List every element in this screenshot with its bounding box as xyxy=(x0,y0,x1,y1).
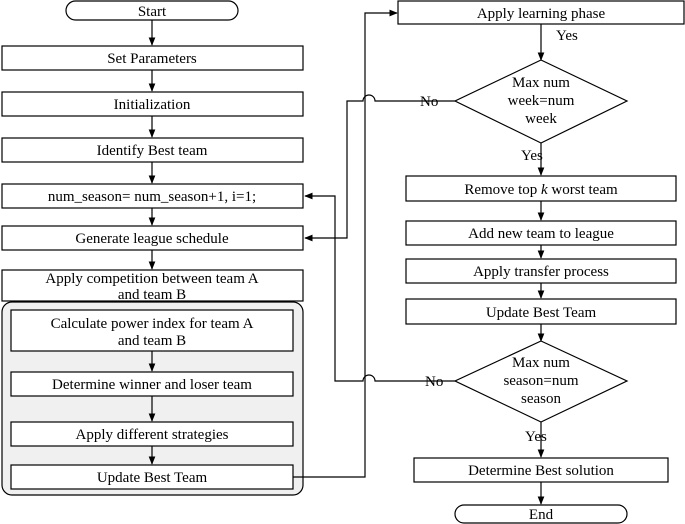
no-label-week: No xyxy=(420,94,438,110)
competition-label-line1: Apply competition between team A xyxy=(45,271,258,287)
winner-loser-label: Determine winner and loser team xyxy=(52,377,252,393)
yes-label-season: Yes xyxy=(525,429,547,445)
remove-worst-label: Remove top k worst team xyxy=(464,182,618,198)
power-index-box xyxy=(10,309,294,352)
end-terminal xyxy=(454,504,628,524)
power-index-label-line1: Calculate power index for team A xyxy=(51,316,254,332)
strategies-label: Apply different strategies xyxy=(75,427,228,443)
generate-schedule-label: Generate league schedule xyxy=(75,231,229,247)
week-decision-line2: week=num xyxy=(508,93,575,109)
generate-schedule-box xyxy=(1,225,304,251)
set-parameters-label: Set Parameters xyxy=(107,51,197,67)
add-team-label: Add new team to league xyxy=(468,226,614,242)
update-best-right-label: Update Best Team xyxy=(486,305,597,321)
connector-week-no-to-schedule xyxy=(304,94,455,242)
connector-update-to-learning xyxy=(293,9,398,478)
power-index-label-line2: and team B xyxy=(118,333,186,349)
end-label: End xyxy=(529,507,554,523)
start-label: Start xyxy=(138,4,167,20)
connector-season-no-to-update xyxy=(304,192,455,382)
remove-worst-box xyxy=(405,175,677,202)
competition-box xyxy=(1,269,304,302)
identify-best-label: Identify Best team xyxy=(97,143,208,159)
season-decision-line1: Max num xyxy=(512,355,570,371)
set-parameters-box xyxy=(1,45,304,71)
yes-label-learning: Yes xyxy=(556,28,578,44)
transfer-label: Apply transfer process xyxy=(473,264,609,280)
initialization-label: Initialization xyxy=(114,97,191,113)
week-decision-line3: week xyxy=(525,111,557,127)
season-decision-line3: season xyxy=(521,391,561,407)
transfer-box xyxy=(405,258,677,284)
no-label-season: No xyxy=(425,374,443,390)
determine-solution-label: Determine Best solution xyxy=(468,463,614,479)
update-best-right-box xyxy=(405,298,677,325)
season-update-label: num_season= num_season+1, i=1; xyxy=(48,189,256,205)
strategies-box xyxy=(10,421,294,447)
add-team-box xyxy=(405,220,677,246)
learning-phase-label: Apply learning phase xyxy=(477,6,606,22)
week-decision-line1: Max num xyxy=(512,75,570,91)
yes-label-week: Yes xyxy=(521,148,543,164)
update-best-left-label: Update Best Team xyxy=(97,470,208,486)
winner-loser-box xyxy=(10,371,294,397)
competition-label-line2: and team B xyxy=(118,287,186,303)
identify-best-box xyxy=(1,137,304,163)
season-decision-line2: season=num xyxy=(503,373,578,389)
